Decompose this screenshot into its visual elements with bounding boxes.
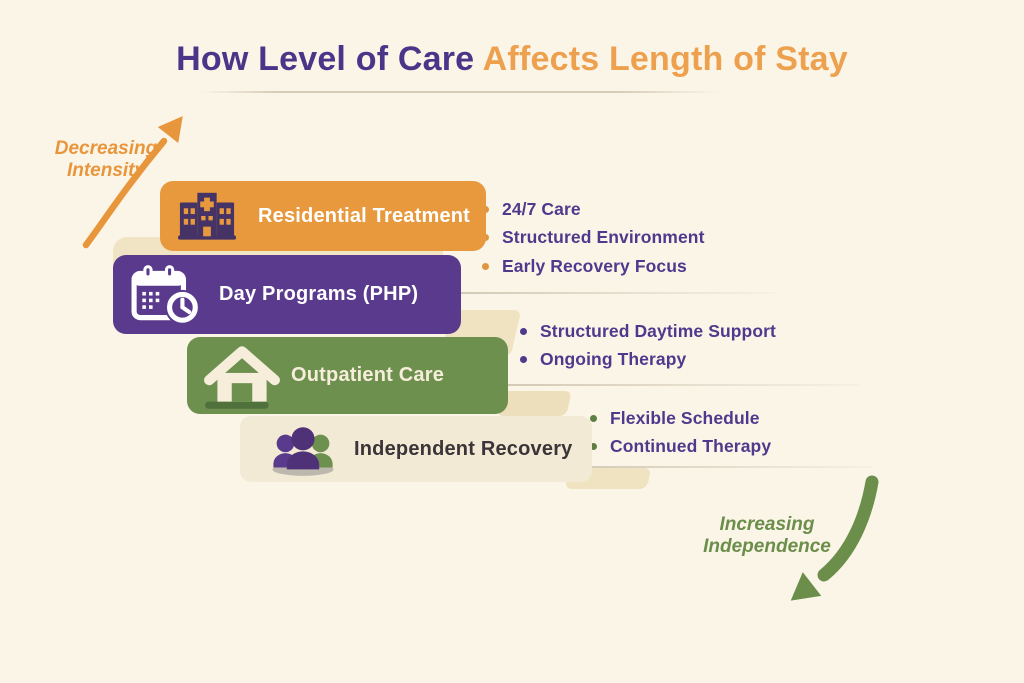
level-label: Outpatient Care [291,364,445,386]
bullet-group-day-programs: Structured Daytime Support Ongoing Thera… [520,317,776,374]
bullet-label: Structured Environment [502,227,705,248]
bullet-item: Flexible Schedule [590,404,771,433]
bullet-group-outpatient: Flexible Schedule Continued Therapy [590,404,771,461]
bullet-item: Early Recovery Focus [482,252,705,281]
section-divider [443,292,775,294]
increasing-independence-line1: Increasing [719,514,815,535]
bullet-dot [520,327,527,335]
level-bar-outpatient-care: Outpatient Care [187,337,508,414]
bullet-item: Continued Therapy [590,433,771,462]
bullet-label: 24/7 Care [502,198,581,219]
bullet-item: Structured Daytime Support [520,317,776,346]
decreasing-intensity-label: Decreasing Intensity [44,138,168,183]
decreasing-intensity-arrow-icon [82,116,183,249]
bullet-group-residential: 24/7 Care Structured Environment Early R… [482,195,705,281]
page-title: How Level of Care Affects Length of Stay [0,40,1024,79]
title-underline [200,91,720,93]
people-icon [266,421,340,477]
bullet-label: Flexible Schedule [610,407,760,428]
bullet-dot [590,443,597,451]
section-divider [563,466,873,468]
page-title-primary: How Level of Care [176,40,475,78]
level-label: Day Programs (PHP) [219,283,419,305]
section-divider [493,384,861,386]
decreasing-intensity-line2: Intensity [66,160,146,182]
bullet-dot [482,262,489,270]
bullet-item: Ongoing Therapy [520,346,776,375]
bullet-item: 24/7 Care [482,195,705,224]
bullet-label: Ongoing Therapy [540,349,687,370]
increasing-independence-label: Increasing Independence [696,514,838,559]
hospital-icon [178,190,236,242]
increasing-independence-arrow-icon [790,475,879,601]
bullet-dot [590,414,597,422]
level-bar-day-programs: Day Programs (PHP) [113,255,461,334]
bullet-item: Structured Environment [482,224,705,253]
bullet-label: Continued Therapy [610,436,772,457]
house-icon [201,342,283,410]
level-bar-residential-treatment: Residential Treatment [160,181,486,251]
bullet-label: Early Recovery Focus [502,255,687,276]
decreasing-intensity-line1: Decreasing [54,138,158,159]
level-bar-independent-recovery: Independent Recovery [240,416,592,482]
page-title-secondary: Affects Length of Stay [482,40,848,78]
level-label: Residential Treatment [258,204,471,227]
bullet-dot [520,356,527,364]
calendar-clock-icon [131,264,203,326]
bullet-label: Structured Daytime Support [540,320,776,341]
increasing-independence-line2: Independence [703,536,831,558]
level-label: Independent Recovery [354,437,573,460]
